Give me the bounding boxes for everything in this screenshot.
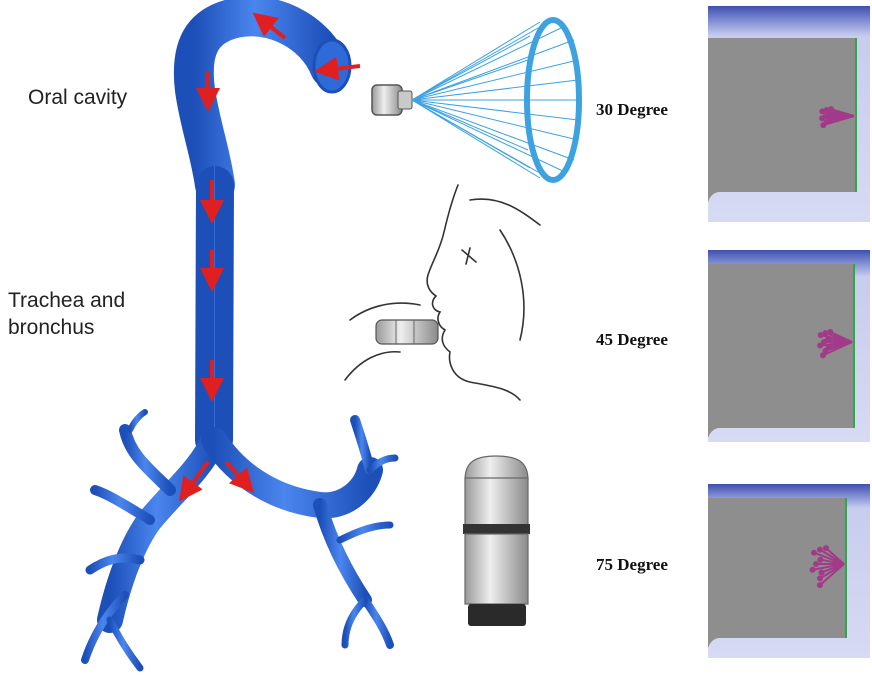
particle — [820, 570, 824, 574]
particle — [818, 583, 822, 587]
particle — [818, 343, 822, 347]
trachea-bronchus-label: Trachea and bronchus — [8, 287, 125, 341]
degree-label-45: 45 Degree — [596, 330, 668, 350]
particle — [819, 333, 823, 337]
panel-drawing-75 — [708, 484, 870, 658]
particle — [822, 340, 826, 344]
particle — [818, 548, 822, 552]
particle — [811, 568, 815, 572]
simulation-panel-75 — [708, 484, 870, 658]
particle — [818, 576, 822, 580]
airway-model — [85, 16, 395, 668]
panel-drawing-45 — [708, 250, 870, 442]
particle — [821, 123, 825, 127]
particle — [820, 109, 824, 113]
particle — [824, 546, 828, 550]
degree-label-75: 75 Degree — [596, 555, 668, 575]
panel-drawing-30 — [708, 6, 870, 222]
simulation-panel-30 — [708, 6, 870, 222]
face-sketch — [345, 185, 540, 400]
oral-cavity-label: Oral cavity — [28, 84, 127, 111]
particle — [818, 558, 822, 562]
particle — [812, 551, 816, 555]
particle — [823, 331, 827, 335]
simulation-panel-45 — [708, 250, 870, 442]
particle — [821, 353, 825, 357]
particle — [820, 116, 824, 120]
spray-cone — [412, 20, 579, 180]
hand-held-device — [376, 320, 438, 344]
degree-label-30: 30 Degree — [596, 100, 668, 120]
particle — [823, 349, 827, 353]
inhaler-device — [463, 456, 530, 626]
particle — [814, 562, 818, 566]
spray-nozzle — [372, 85, 412, 115]
